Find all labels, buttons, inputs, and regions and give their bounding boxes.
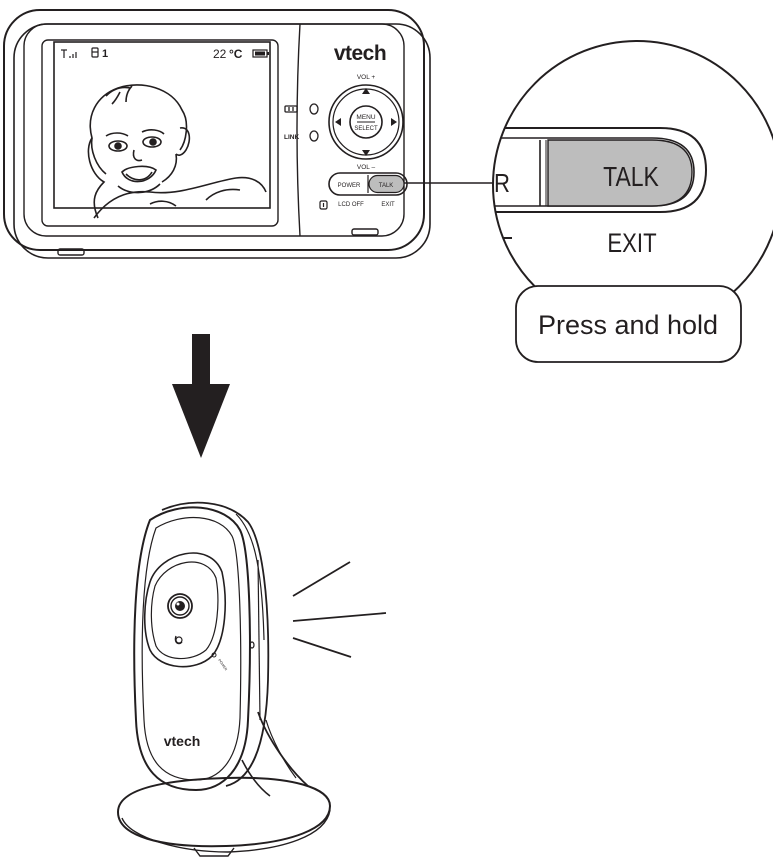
parent-unit-bezel: [23, 23, 405, 237]
power-button-label[interactable]: POWER: [338, 183, 361, 189]
instruction-text: Press and hold: [538, 310, 718, 340]
screen-bezel: [41, 39, 279, 227]
sound-waves-icon: [292, 561, 387, 658]
talk-button-label[interactable]: TALK: [379, 183, 394, 189]
baby-unit-side-button[interactable]: [249, 641, 255, 649]
link-label: LINK: [284, 134, 299, 141]
callout-exit-label: EXIT: [607, 229, 656, 259]
select-label: SELECT: [354, 126, 378, 132]
power-led-icon: [284, 103, 319, 115]
baby-unit-brand-logo: vtech: [164, 733, 201, 749]
vol-down-label: VOL –: [357, 164, 376, 171]
parent-unit-brand-logo: vtech: [334, 42, 386, 65]
parent-unit: [3, 9, 431, 259]
down-arrow-icon[interactable]: [362, 150, 370, 156]
camera-channel-icon: [91, 47, 99, 58]
link-led-icon: [309, 130, 319, 142]
callout-partial-label: R: [494, 169, 510, 198]
parent-unit-body: [3, 9, 425, 251]
channel-number: 1: [102, 48, 108, 60]
right-arrow-icon[interactable]: [391, 118, 397, 126]
camera-lens-icon: [167, 593, 193, 619]
lcd-off-icon: [319, 200, 328, 210]
vol-up-label: VOL +: [357, 74, 376, 81]
instruction-box: [515, 285, 742, 363]
baby-unit: [116, 501, 332, 857]
callout-magnifier: [492, 40, 773, 330]
signal-strength-icon: [61, 49, 77, 58]
power-talk-button-group: [328, 172, 408, 196]
baby-unit-stand: [116, 711, 332, 857]
menu-label: MENU: [356, 114, 375, 121]
down-arrow-indicator: [172, 334, 230, 458]
left-arrow-icon[interactable]: [335, 118, 341, 126]
temperature-value: 22: [213, 47, 227, 61]
baby-unit-body: [133, 506, 251, 792]
lens-panel: [143, 552, 226, 668]
exit-label: EXIT: [381, 202, 395, 208]
talk-button-small[interactable]: [368, 174, 405, 194]
lcd-off-label: LCD OFF: [338, 202, 364, 208]
temperature-unit: °C: [229, 47, 243, 61]
navigation-pad[interactable]: [328, 84, 404, 160]
baby-unit-power-label: POWER: [217, 658, 228, 672]
up-arrow-icon[interactable]: [362, 88, 370, 94]
callout-talk-label[interactable]: TALK: [603, 162, 659, 193]
baby-unit-power-led-icon: [211, 652, 217, 658]
talk-button-large[interactable]: [547, 139, 693, 207]
baby-face-image: [87, 84, 267, 219]
lcd-screen: [53, 41, 271, 209]
battery-icon: [252, 49, 269, 58]
